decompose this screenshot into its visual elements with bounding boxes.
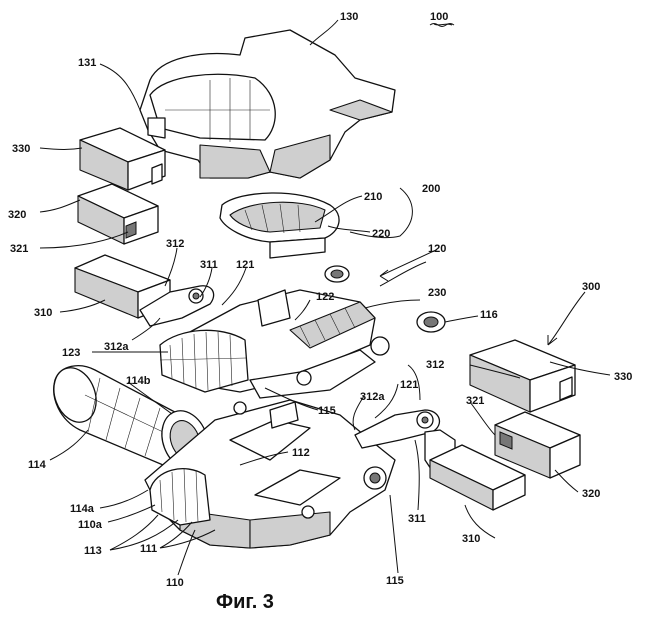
label-312a-lower: 312a (360, 391, 385, 403)
label-312-lower: 312 (426, 359, 444, 371)
label-115-upper: 115 (318, 405, 336, 417)
part-ring-small (325, 266, 349, 282)
part-116-ring (417, 312, 445, 332)
label-210: 210 (364, 191, 382, 203)
label-100: 100 (430, 11, 448, 23)
label-111: 111 (140, 543, 157, 555)
part-130-top-cover (140, 30, 395, 178)
label-200: 200 (422, 183, 440, 195)
label-110a: 110a (78, 519, 103, 531)
label-121-lower: 121 (400, 379, 418, 391)
label-312-upper: 312 (166, 238, 184, 250)
label-116: 116 (480, 309, 498, 321)
label-131: 131 (78, 57, 96, 69)
label-121-upper: 121 (236, 259, 254, 271)
label-310-upper: 310 (34, 307, 52, 319)
label-320-lower: 320 (582, 488, 600, 500)
label-300: 300 (582, 281, 600, 293)
label-330-lower: 330 (614, 371, 632, 383)
label-312a-upper: 312a (104, 341, 129, 353)
label-310-lower: 310 (462, 533, 480, 545)
label-220: 220 (372, 228, 390, 240)
label-320-upper: 320 (8, 209, 26, 221)
label-311-lower: 311 (408, 513, 426, 525)
label-120: 120 (428, 243, 446, 255)
label-115-lower: 115 (386, 575, 404, 587)
part-330-lower-bracket (470, 340, 575, 412)
label-114a: 114a (70, 503, 95, 515)
label-330-upper: 330 (12, 143, 30, 155)
label-113: 113 (84, 545, 102, 557)
label-311-upper: 311 (200, 259, 218, 271)
label-130: 130 (340, 11, 358, 23)
label-230: 230 (428, 287, 446, 299)
label-122: 122 (316, 291, 334, 303)
label-112: 112 (292, 447, 310, 459)
part-320-upper-box (78, 184, 158, 244)
label-110: 110 (166, 577, 184, 589)
label-114b: 114b (126, 375, 151, 387)
figure-caption: Фиг. 3 (216, 591, 274, 613)
part-200-curved-guide (220, 193, 339, 258)
label-321-lower: 321 (466, 395, 484, 407)
label-123: 123 (62, 347, 80, 359)
label-114: 114 (28, 459, 47, 471)
label-321-upper: 321 (10, 243, 28, 255)
